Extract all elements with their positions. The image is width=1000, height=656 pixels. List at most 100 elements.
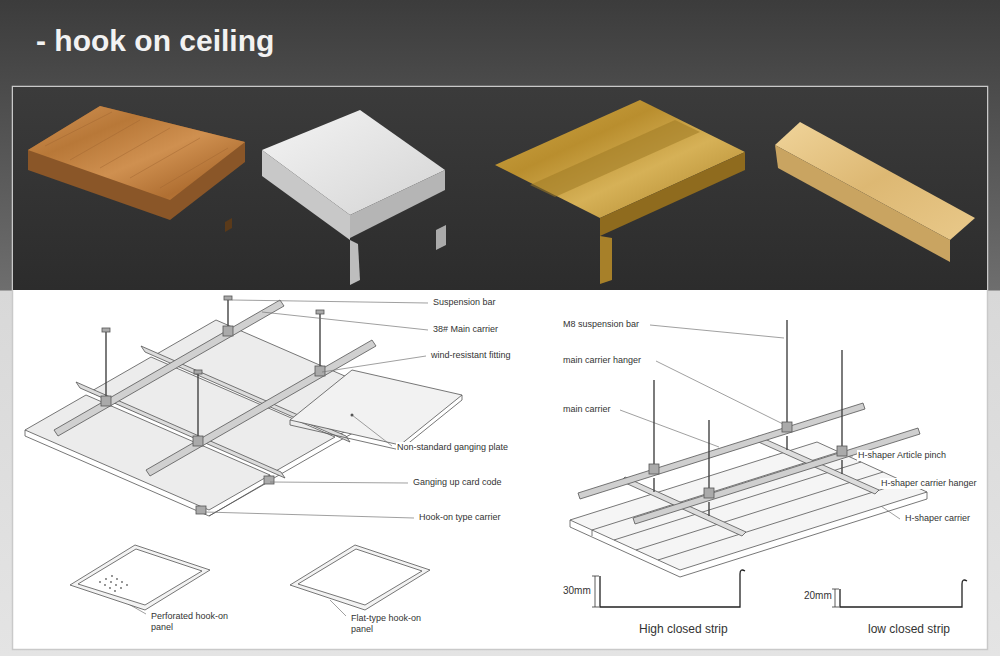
part-label: Perforated hook-on panel: [150, 611, 244, 633]
hook-on-panel: [126, 584, 128, 586]
leader-line: [232, 300, 428, 303]
hook-on-panel: [99, 581, 101, 583]
hook-on-panel: [290, 545, 430, 610]
hook-on-panel: [298, 549, 422, 605]
suspension-rod: [227, 298, 228, 330]
leader-line: [650, 325, 784, 338]
hook-on-panel: [111, 575, 113, 577]
hook-on-panel: [116, 578, 118, 580]
leader-line: [205, 512, 414, 518]
frame: [13, 87, 988, 650]
suspension-assembly: [25, 296, 462, 516]
main-carrier: [633, 428, 920, 524]
suspension-rod: [708, 502, 709, 516]
suspension-rod: [708, 420, 709, 494]
suspension-rod: [653, 380, 654, 470]
dimension-mark: [832, 589, 839, 607]
suspension-rod: [786, 320, 787, 428]
suspension-rod: [197, 372, 198, 440]
part-label: Ganging up card code: [412, 477, 503, 488]
part-label: 38# Main carrier: [432, 324, 499, 335]
frame: [13, 87, 988, 650]
product-photos: [28, 100, 975, 285]
hanger: [704, 488, 714, 498]
product-photos: [262, 150, 350, 240]
strip-seam: [592, 530, 593, 536]
part-label: wind-resistant fitting: [430, 350, 512, 361]
strip-seam: [614, 462, 861, 540]
hanger: [649, 464, 659, 474]
hook-on-panel: [104, 584, 106, 586]
hook-on-panel: [109, 587, 111, 589]
part-label: M8 suspension bar: [562, 319, 640, 330]
part-label: H-shaper Article pinch: [857, 450, 947, 461]
main-carrier: [578, 403, 865, 499]
main-carrier: [578, 403, 920, 524]
product-photos: [28, 106, 245, 220]
hanger: [102, 328, 110, 332]
part-label: 20mm: [803, 590, 833, 602]
product-photos: [495, 100, 745, 218]
hook-on-panel: [70, 545, 430, 610]
hanger: [264, 476, 274, 484]
product-photos: [225, 218, 232, 232]
product-photos: [45, 112, 228, 188]
frame: [13, 87, 987, 290]
product-photos: [436, 225, 446, 250]
hook-on-panel: [70, 545, 210, 610]
hook-on-panel: [99, 575, 128, 592]
leader-line: [352, 415, 392, 446]
hanger: [101, 396, 111, 406]
hanger: [223, 326, 233, 336]
hook-on-panel: [114, 590, 116, 592]
product-photos: [28, 106, 245, 200]
suspension-rod: [786, 436, 787, 450]
hanger: [196, 506, 206, 514]
leader-line: [620, 410, 719, 447]
strip-profile: [840, 580, 967, 607]
page-title: - hook on ceiling: [36, 24, 274, 58]
product-photos: [350, 170, 445, 238]
leader-dot: [351, 414, 354, 417]
leader-line: [262, 312, 428, 330]
hanger: [649, 422, 847, 498]
part-label: 30mm: [562, 585, 592, 597]
strip-seam: [658, 482, 905, 560]
hanger: [316, 310, 324, 314]
leader-line: [656, 361, 785, 425]
hanger: [837, 446, 847, 456]
dimension-mark: [592, 576, 839, 607]
product-photos: [350, 240, 360, 285]
suspension-assembly: [290, 370, 462, 445]
hanger: [782, 422, 792, 432]
suspension-rod: [654, 320, 842, 516]
suspension-rod: [105, 330, 106, 400]
hook-on-panel: [78, 549, 202, 605]
part-label: H-shaper carrier: [904, 513, 971, 524]
hook-on-panel: [115, 584, 117, 586]
suspension-assembly: [25, 430, 270, 516]
hook-on-panel: [110, 581, 112, 583]
hanger: [315, 366, 325, 376]
suspension-rod: [106, 298, 320, 440]
part-label: main carrier: [562, 404, 612, 415]
part-label: main carrier hanger: [562, 355, 642, 366]
product-photos: [600, 152, 745, 236]
part-label: Hook-on type carrier: [418, 512, 502, 523]
leader-line: [322, 356, 426, 372]
product-photos: [600, 236, 612, 284]
part-label: Suspension bar: [432, 297, 497, 308]
h-carrier-assembly: [570, 442, 927, 570]
leader-line: [270, 482, 408, 483]
hook-on-panel: [105, 578, 107, 580]
part-label: H-shaper carrier hanger: [880, 478, 978, 489]
suspension-rod: [841, 350, 842, 452]
hanger: [224, 296, 232, 300]
hanger: [193, 436, 203, 446]
hanger: [101, 296, 325, 514]
hook-on-panel: [120, 587, 122, 589]
strip-profile: [600, 570, 745, 607]
part-label: Flat-type hook-on panel: [350, 613, 436, 635]
main-carrier: [54, 300, 376, 476]
